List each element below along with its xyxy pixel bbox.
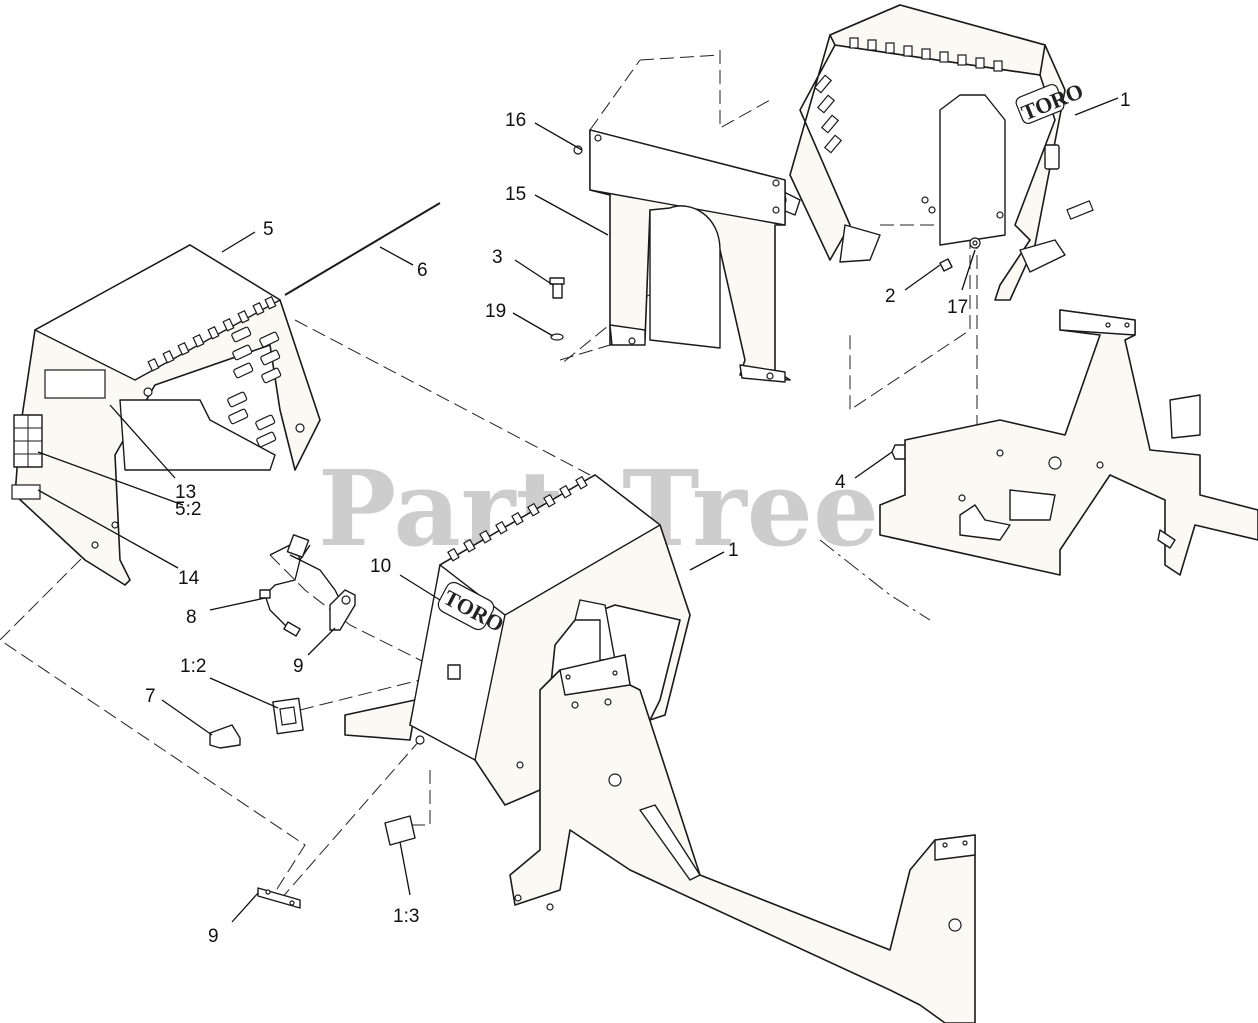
callout-5-2: 5:2: [175, 499, 201, 520]
callout-1-top: 1: [1120, 90, 1131, 111]
callout-17: 17: [947, 297, 968, 318]
bracket-15: [589, 129, 791, 383]
callout-15: 15: [505, 184, 526, 205]
callout-9-lower: 9: [208, 926, 219, 947]
screw-2: [939, 258, 953, 272]
callout-1-middle: 1: [728, 540, 739, 561]
frame-main: [509, 654, 976, 1023]
console-left-vents: [147, 295, 277, 372]
washer-19: [550, 333, 564, 341]
ring-9-lower: [257, 887, 301, 909]
frame-right: [879, 309, 1258, 576]
console-middle: TORO: [344, 474, 691, 806]
small-parts: [209, 534, 416, 909]
callout-10: 10: [370, 556, 391, 577]
console-middle-vents: [447, 475, 588, 562]
decal-1-3: [384, 815, 416, 846]
callout-1-2: 1:2: [180, 656, 206, 677]
rod-6: [284, 202, 441, 296]
console-left: [11, 244, 321, 586]
leader-lines: [37, 97, 1119, 923]
callout-3: 3: [492, 247, 503, 268]
callout-14: 14: [178, 568, 200, 589]
callout-labels: 1 16 15 3 19 2 17 4 5 6 13 5:2 14 8 9 10…: [145, 90, 1131, 947]
callout-6: 6: [417, 260, 428, 281]
callout-19: 19: [485, 301, 506, 322]
toro-logo-top: TORO: [1015, 78, 1087, 125]
callout-5: 5: [263, 219, 274, 240]
callout-8: 8: [186, 607, 197, 628]
bolt-3: [552, 282, 563, 299]
ring-9-upper: [329, 589, 356, 631]
switch-7: [209, 724, 241, 749]
console-top-right: TORO: [769, 4, 1094, 301]
callout-13: 13: [175, 482, 196, 503]
console-top-vents: [849, 37, 1003, 72]
callout-4: 4: [835, 472, 846, 493]
callout-2: 2: [885, 286, 896, 307]
callout-7: 7: [145, 686, 156, 707]
callout-16: 16: [505, 110, 526, 131]
callout-1-3: 1:3: [393, 906, 419, 927]
callout-9-upper: 9: [293, 656, 304, 677]
